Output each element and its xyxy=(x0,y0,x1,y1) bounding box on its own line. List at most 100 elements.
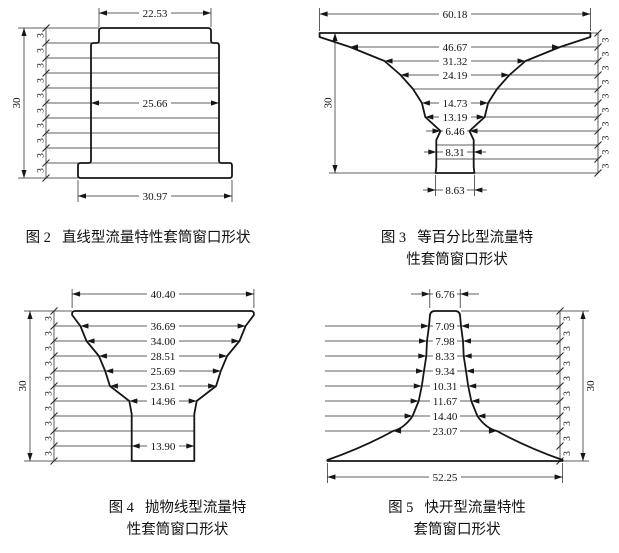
width-label: 14.96 xyxy=(151,396,176,408)
height-step-label: 3 xyxy=(45,451,55,456)
figure-title: 直线型流量特性套筒窗口形状 xyxy=(61,230,251,246)
figure-5-caption-line1: 图 5 快开型流量特性 xyxy=(295,496,619,517)
figure-number: 图 3 xyxy=(380,230,407,246)
width-label: 36.69 xyxy=(151,321,176,333)
sleeve-window-outline xyxy=(326,310,564,462)
height-total-label: 30 xyxy=(323,97,335,109)
height-step-label: 3 xyxy=(563,391,573,396)
height-step-label: 3 xyxy=(563,376,573,381)
figure-5-drawing: 6.76 7.09 7.98 8.33 9.34 10.31 11.67 14.… xyxy=(325,288,597,484)
width-label: 14.73 xyxy=(443,98,468,110)
top-width-label: 40.40 xyxy=(151,289,176,301)
height-step-label: 3 xyxy=(45,406,55,411)
figure-title-continued: 性套筒窗口形状 xyxy=(126,522,229,538)
height-step-label: 3 xyxy=(45,376,55,381)
tick-marks xyxy=(556,307,564,465)
width-label: 34.00 xyxy=(151,336,176,348)
height-step-label: 3 xyxy=(37,63,47,68)
top-width-label: 6.76 xyxy=(435,289,455,301)
width-label: 7.98 xyxy=(435,336,455,348)
width-label: 9.34 xyxy=(435,366,455,378)
height-step-label: 3 xyxy=(601,37,611,42)
figure-5-caption-line2: 套筒窗口形状 xyxy=(295,518,619,539)
width-label: 23.07 xyxy=(433,426,458,438)
base-width-label: 8.63 xyxy=(445,185,465,197)
height-step-label: 3 xyxy=(45,436,55,441)
figure-4-drawing: 40.40 36.69 34.00 28.51 25.69 23.61 14.9… xyxy=(17,288,255,465)
height-total-label: 30 xyxy=(585,380,597,392)
width-label: 23.61 xyxy=(151,381,176,393)
width-label: 31.32 xyxy=(443,56,468,68)
figure-2-caption: 图 2 直线型流量特性套筒窗口形状 xyxy=(0,226,276,247)
height-step-label: 3 xyxy=(37,123,47,128)
height-step-label: 3 xyxy=(45,316,55,321)
level-and-dimension-lines xyxy=(18,8,233,202)
height-step-label: 3 xyxy=(37,138,47,143)
height-step-label: 3 xyxy=(37,93,47,98)
width-label: 24.19 xyxy=(443,70,468,82)
height-step-label: 3 xyxy=(563,421,573,426)
height-step-label: 3 xyxy=(563,406,573,411)
height-step-label: 3 xyxy=(37,108,47,113)
label-backgrounds xyxy=(147,288,179,452)
height-step-label: 3 xyxy=(37,33,47,38)
height-step-label: 3 xyxy=(37,78,47,83)
label-backgrounds xyxy=(429,288,461,483)
height-step-label: 3 xyxy=(601,93,611,98)
tick-marks xyxy=(50,307,58,465)
height-step-label: 3 xyxy=(601,65,611,70)
sleeve-window-outline xyxy=(318,32,592,174)
bottom-width-label: 30.97 xyxy=(143,191,168,203)
height-step-label: 3 xyxy=(563,316,573,321)
height-step-label: 3 xyxy=(37,153,47,158)
tick-marks xyxy=(42,24,50,182)
width-label: 11.67 xyxy=(433,396,458,408)
sleeve-window-outline xyxy=(71,310,255,462)
label-backgrounds xyxy=(439,8,471,196)
width-label: 13.19 xyxy=(443,112,468,124)
width-label: 46.67 xyxy=(443,42,468,54)
width-label: 28.51 xyxy=(151,351,176,363)
figure-title: 抛物线型流量特 xyxy=(144,500,247,516)
sleeve-window-outline xyxy=(77,27,233,179)
height-step-label: 3 xyxy=(37,48,47,53)
height-step-label: 3 xyxy=(563,331,573,336)
height-step-label: 3 xyxy=(563,361,573,366)
width-label: 6.46 xyxy=(445,126,465,138)
height-step-label: 3 xyxy=(45,361,55,366)
height-step-label: 3 xyxy=(45,421,55,426)
body-width-label: 25.66 xyxy=(143,98,168,110)
figure-number: 图 2 xyxy=(25,230,51,246)
height-step-label: 3 xyxy=(45,391,55,396)
figure-2-drawing: 22.53 25.66 30.97 30 3 3 3 3 3 3 3 3 3 3 xyxy=(11,7,233,203)
base-width-label: 52.25 xyxy=(433,472,458,484)
stem-width-label: 13.90 xyxy=(151,441,176,453)
figure-number: 图 5 xyxy=(388,500,414,516)
height-step-label: 3 xyxy=(601,163,611,168)
height-step-label: 3 xyxy=(601,135,611,140)
dimension-arrowheads xyxy=(21,10,232,199)
height-step-label: 3 xyxy=(563,346,573,351)
stem-width-label: 8.31 xyxy=(445,147,464,159)
height-total-label: 30 xyxy=(17,380,29,392)
height-step-label: 3 xyxy=(601,51,611,56)
height-step-label: 3 xyxy=(45,331,55,336)
figure-4-caption-line2: 性套筒窗口形状 xyxy=(30,518,325,539)
width-label: 7.09 xyxy=(435,321,455,333)
height-step-label: 3 xyxy=(45,346,55,351)
figure-3-caption-line2: 性套筒窗口形状 xyxy=(295,248,619,269)
figure-title-continued: 套筒窗口形状 xyxy=(413,522,501,538)
height-step-label: 3 xyxy=(601,149,611,154)
figure-3-drawing: 60.18 46.67 31.32 24.19 14.73 13.19 6.46… xyxy=(318,8,611,197)
width-label: 10.31 xyxy=(433,381,458,393)
height-total-label: 30 xyxy=(11,97,23,109)
top-width-label: 22.53 xyxy=(143,8,168,20)
height-step-label: 3 xyxy=(563,436,573,441)
height-step-label: 3 xyxy=(601,79,611,84)
width-label: 8.33 xyxy=(435,351,455,363)
figure-title: 快开型流量特性 xyxy=(424,500,526,516)
figure-title-continued: 性套筒窗口形状 xyxy=(406,252,508,268)
